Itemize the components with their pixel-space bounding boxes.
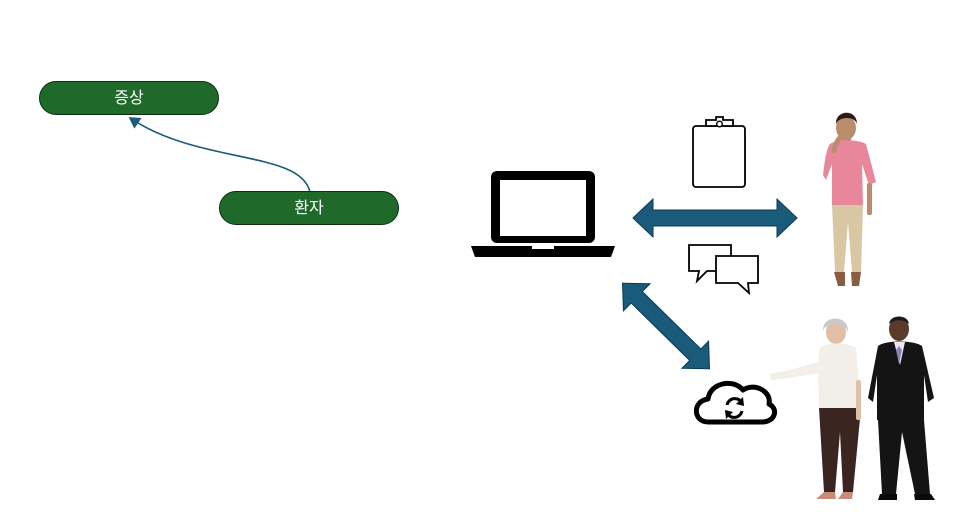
patient-woman-figure xyxy=(823,112,876,286)
patient-node: 환자 xyxy=(219,191,399,225)
older-woman-figure xyxy=(770,318,861,499)
laptop-icon xyxy=(471,171,615,257)
connector-patient-to-symptom xyxy=(128,117,311,193)
symptom-node-label: 증상 xyxy=(114,88,144,107)
double-arrow-horizontal xyxy=(632,197,798,239)
clipboard-icon xyxy=(692,116,746,188)
chat-bubbles-icon xyxy=(688,244,759,296)
cloud-sync-icon xyxy=(693,380,778,425)
symptom-node: 증상 xyxy=(39,81,219,115)
patient-node-label: 환자 xyxy=(294,198,324,217)
man-in-suit-figure xyxy=(868,316,935,500)
double-arrow-diagonal xyxy=(621,282,711,370)
